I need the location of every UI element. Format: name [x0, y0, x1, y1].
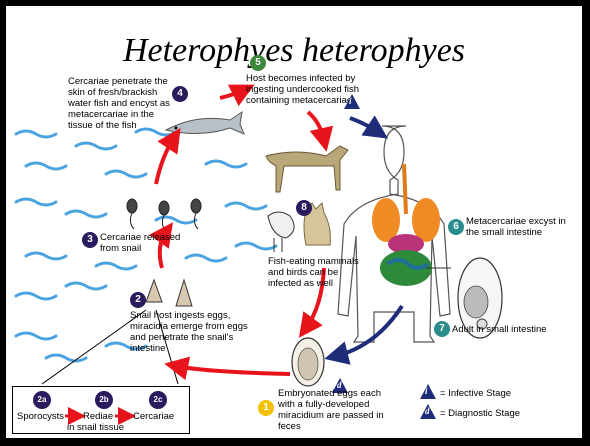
step-4-text: Cercariae penetrate the skin of fresh/br…	[68, 76, 176, 131]
step-2-text: Snail host ingests eggs, miracidia emerg…	[130, 310, 248, 354]
snail-illustration	[146, 280, 192, 306]
cercariae-illustration	[127, 199, 201, 231]
step-5-badge: 5	[250, 55, 266, 71]
fish-illustration	[166, 112, 244, 134]
bird-illustration	[268, 212, 294, 252]
step-8-text: Fish-eating mammals and birds can be inf…	[268, 256, 364, 289]
diagram-panel: Heterophyes heterophyes Cercariae penetr…	[6, 6, 582, 438]
step-4-badge: 4	[172, 86, 188, 102]
rediae-label: Rediae	[83, 411, 113, 422]
snail-tissue-label: in snail tissue	[67, 422, 124, 433]
snail-tissue-box: 2a 2b 2c Sporocysts Rediae Cercariae in …	[12, 386, 190, 434]
cercariae-label: Cercariae	[133, 411, 174, 422]
step-1-text: Embryonated eggs each with a fully-devel…	[278, 388, 396, 432]
legend-infective-symbol: i	[425, 386, 428, 396]
step-7-text: Adult in small intestine	[452, 324, 572, 335]
legend-diagnostic-icon: d	[420, 404, 436, 419]
dog-illustration	[266, 146, 348, 192]
step-3-text: Cercariae released from snail	[100, 232, 194, 254]
step-3-badge: 3	[82, 232, 98, 248]
step-2-badge: 2	[130, 292, 146, 308]
legend-infective-icon: i	[420, 384, 436, 399]
step-8-badge: 8	[296, 200, 312, 216]
legend-diagnostic-symbol: d	[425, 406, 430, 416]
infective-symbol: i	[349, 96, 352, 106]
legend-infective-text: = Infective Stage	[440, 388, 511, 399]
step-6-text: Metacercariae excyst in the small intest…	[466, 216, 578, 238]
legend-diagnostic-text: = Diagnostic Stage	[440, 408, 520, 419]
egg-illustration	[292, 338, 324, 386]
diagram-title: Heterophyes heterophyes	[6, 32, 582, 70]
infective-stage-icon: i	[344, 94, 360, 109]
step-7-badge: 7	[434, 321, 450, 337]
step-6-badge: 6	[448, 219, 464, 235]
step-1-badge: 1	[258, 400, 274, 416]
